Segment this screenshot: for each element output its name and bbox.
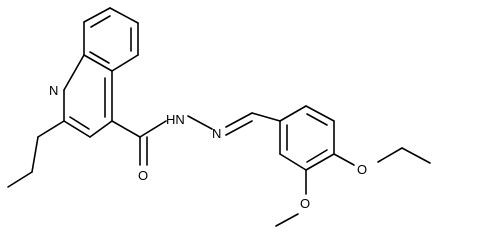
methoxy-group [275,169,307,227]
dimethoxyphenyl-ring [279,105,335,171]
atom-label-n-imine: N [212,126,221,141]
quinoline-benzo-ring [83,7,139,72]
quinoline-pyridine-ring [63,54,113,138]
atom-label-o-methoxy: O [300,196,310,211]
propyl-chain [7,120,65,188]
atom-label-nh-hydrazide: HN [166,112,185,127]
hydrazone-linker [111,112,281,166]
atom-label-n-quinoline: N [49,83,58,98]
ethoxy-group [333,147,431,166]
atom-label-o-carbonyl: O [138,168,148,183]
atom-label-o-ethoxy: O [357,162,367,177]
